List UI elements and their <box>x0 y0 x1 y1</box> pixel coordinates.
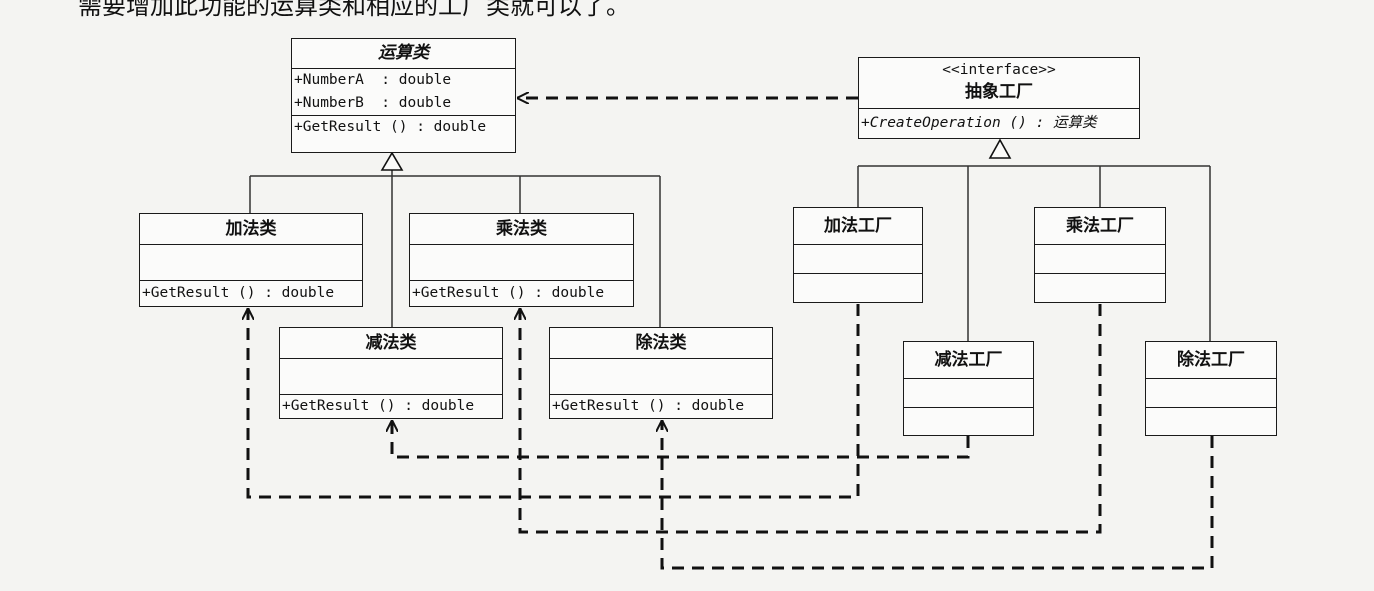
multiply-class-get-result: +GetResult () : double <box>412 285 605 301</box>
dependency-div-factory <box>662 420 1214 570</box>
multiply-class-name: 乘法类 <box>496 219 547 239</box>
multiply-factory-operations <box>1035 273 1165 302</box>
add-factory: 加法工厂 <box>793 207 923 303</box>
multiply-factory-name: 乘法工厂 <box>1066 216 1134 236</box>
operation-operations: +GetResult () : double <box>292 115 515 152</box>
operation-abstract-class: 运算类 +NumberA : double +NumberB : double … <box>291 38 516 153</box>
divide-class: 除法类 +GetResult () : double <box>549 327 773 419</box>
add-factory-operations <box>794 273 922 302</box>
operation-create-operation: +CreateOperation () : 运算类 <box>861 115 1097 131</box>
subtract-factory: 减法工厂 <box>903 341 1034 436</box>
multiply-class-operations: +GetResult () : double <box>410 280 633 306</box>
subtract-class-operations: +GetResult () : double <box>280 394 502 418</box>
subtract-factory-attributes <box>904 378 1033 407</box>
add-class: 加法类 +GetResult () : double <box>139 213 363 307</box>
interface-stereotype: <<interface>> <box>942 62 1056 78</box>
divide-class-operations: +GetResult () : double <box>550 394 772 418</box>
abstract-factory-interface: <<interface>> 抽象工厂 +CreateOperation () :… <box>858 57 1140 139</box>
dependency-sub-factory <box>392 420 970 459</box>
attribute-number-a: +NumberA : double <box>294 72 452 88</box>
add-class-operations: +GetResult () : double <box>140 280 362 306</box>
multiply-factory-attributes <box>1035 244 1165 273</box>
subtract-class-name: 减法类 <box>365 333 417 353</box>
divide-factory-name: 除法工厂 <box>1177 350 1245 370</box>
add-class-attributes <box>140 244 362 280</box>
attribute-number-b: +NumberB : double <box>294 95 452 111</box>
subtract-class-attributes <box>280 358 502 394</box>
divide-factory: 除法工厂 <box>1145 341 1277 436</box>
factory-inheritance-triangle <box>988 138 1012 159</box>
subtract-factory-name: 减法工厂 <box>934 350 1003 370</box>
divide-factory-operations <box>1146 407 1276 435</box>
interface-header: <<interface>> 抽象工厂 <box>859 58 1139 108</box>
operation-attributes: +NumberA : double +NumberB : double <box>292 68 515 115</box>
operation-inheritance-triangle <box>380 151 404 171</box>
operation-class-name: 运算类 <box>378 43 429 63</box>
subtract-factory-operations <box>904 407 1033 435</box>
dependency-mul-factory <box>520 304 1102 534</box>
add-class-name: 加法类 <box>225 219 277 239</box>
divide-class-get-result: +GetResult () : double <box>552 398 745 414</box>
operation-get-result: +GetResult () : double <box>294 119 487 135</box>
subtract-class: 减法类 +GetResult () : double <box>279 327 503 419</box>
factory-generalization <box>857 138 1211 341</box>
divide-class-attributes <box>550 358 772 394</box>
interface-operations: +CreateOperation () : 运算类 <box>859 108 1139 138</box>
divide-factory-attributes <box>1146 378 1276 407</box>
multiply-factory: 乘法工厂 <box>1034 207 1166 303</box>
subtract-class-get-result: +GetResult () : double <box>282 398 475 414</box>
divide-class-name: 除法类 <box>635 333 687 353</box>
multiply-class: 乘法类 +GetResult () : double <box>409 213 634 307</box>
page-top-text: 需要增加此功能的运算类和相应的工厂类就可以了。 <box>78 0 630 20</box>
multiply-class-attributes <box>410 244 633 280</box>
add-class-get-result: +GetResult () : double <box>142 285 335 301</box>
add-factory-attributes <box>794 244 922 273</box>
add-factory-name: 加法工厂 <box>824 216 892 236</box>
interface-name: 抽象工厂 <box>965 82 1033 102</box>
operation-generalization <box>249 151 661 327</box>
